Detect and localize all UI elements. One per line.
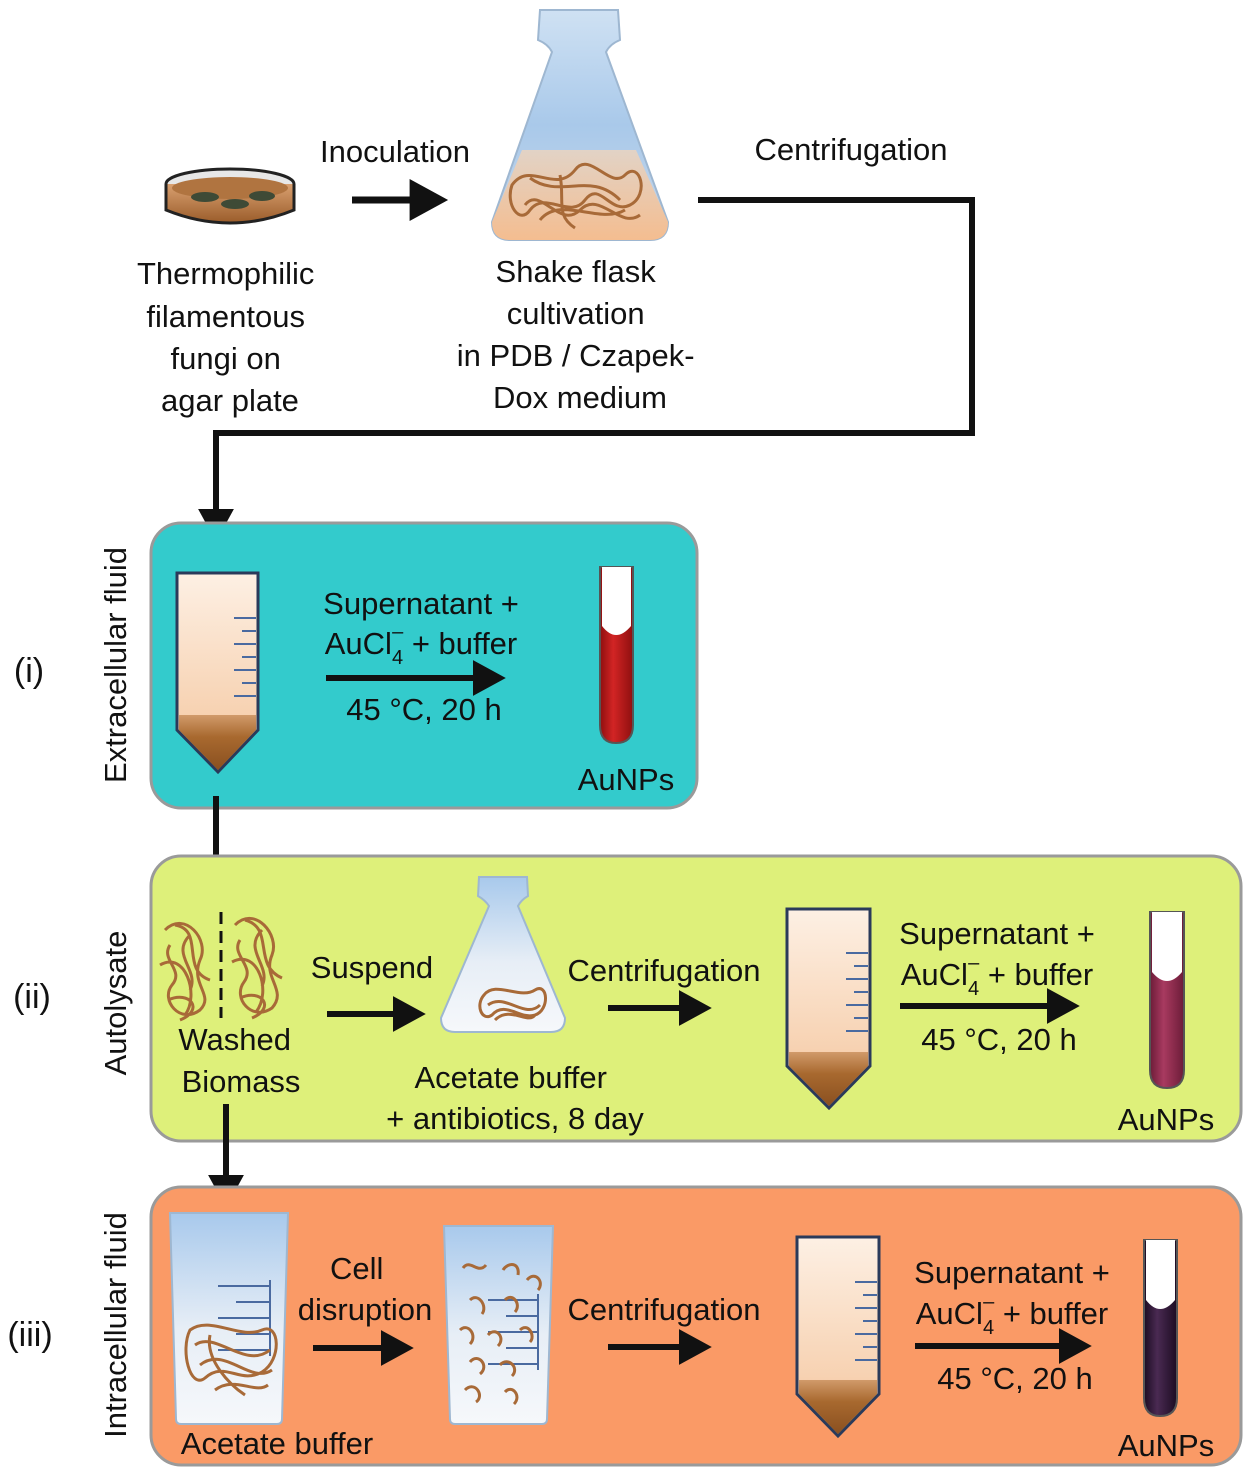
auNP-test-tube-red-icon: [599, 566, 634, 745]
centrifuge-tube-icon: [785, 907, 872, 1111]
disrupted-cells-beaker-icon: [442, 1225, 555, 1425]
panel-extracellular: [149, 521, 699, 810]
cell-disruption-label: Cell disruption: [298, 1251, 432, 1327]
panel-i-reaction-line1: Supernatant +: [323, 586, 519, 621]
panel-iii-side-label: Intracellular fluid: [98, 1212, 133, 1438]
panel-ii-product: AuNPs: [1118, 1102, 1214, 1137]
beaker-icon: [168, 1212, 290, 1425]
panel-iii-reaction-line2: AuCl4– + buffer: [916, 1291, 1109, 1339]
panel-ii-centrifugation-label: Centrifugation: [567, 953, 760, 988]
centrifuge-tube-icon: [175, 571, 260, 775]
centrifugation-connector-arrow: [198, 197, 975, 542]
panel-iii-product: AuNPs: [1118, 1428, 1214, 1463]
acetate-buffer-flask-icon: [439, 876, 567, 1033]
panel-iii-numeral: (iii): [7, 1316, 52, 1354]
panel-i-numeral: (i): [14, 652, 44, 690]
petri-dish-icon: [164, 167, 296, 225]
panel-i-product: AuNPs: [578, 762, 674, 797]
panel-ii-reaction-line1: Supernatant +: [899, 916, 1095, 951]
panel-iii-reaction-line1: Supernatant +: [914, 1255, 1110, 1290]
panel-i-reaction-line2: AuCl4– + buffer: [325, 621, 518, 669]
panel-i-side-label: Extracellular fluid: [98, 547, 133, 783]
centrifugation-label-top: Centrifugation: [754, 132, 947, 167]
panel-ii-numeral: (ii): [13, 978, 51, 1016]
panel-ii-reaction-line2: AuCl4– + buffer: [901, 952, 1094, 1000]
acetate-flask-label: Acetate buffer + antibiotics, 8 day: [386, 1060, 644, 1136]
washed-biomass-icon: [159, 917, 283, 1022]
panel-ii-side-label: Autolysate: [98, 931, 133, 1076]
shake-flask-icon: [490, 9, 670, 241]
shake-flask-label: Shake flask cultivation in PDB / Czapek-…: [457, 254, 703, 415]
centrifuge-tube-icon: [795, 1235, 881, 1439]
inoculation-label: Inoculation: [320, 134, 470, 169]
panel-ii-conditions: 45 °C, 20 h: [921, 1022, 1076, 1057]
panel-iii-conditions: 45 °C, 20 h: [937, 1361, 1092, 1396]
plate-label: Thermophilic filamentous fungi on agar p…: [137, 256, 323, 418]
auNP-test-tube-purple-icon: [1149, 911, 1185, 1090]
suspend-label: Suspend: [311, 950, 433, 985]
panel-intracellular: [149, 1185, 1243, 1467]
panel-iii-centrifugation-label: Centrifugation: [567, 1292, 760, 1327]
auNP-test-tube-dark-icon: [1143, 1239, 1178, 1418]
beaker-label: Acetate buffer: [181, 1426, 373, 1461]
panel-autolysate: [149, 854, 1243, 1143]
washed-biomass-label: Washed Biomass: [178, 1022, 300, 1099]
panel-i-conditions: 45 °C, 20 h: [346, 692, 501, 727]
